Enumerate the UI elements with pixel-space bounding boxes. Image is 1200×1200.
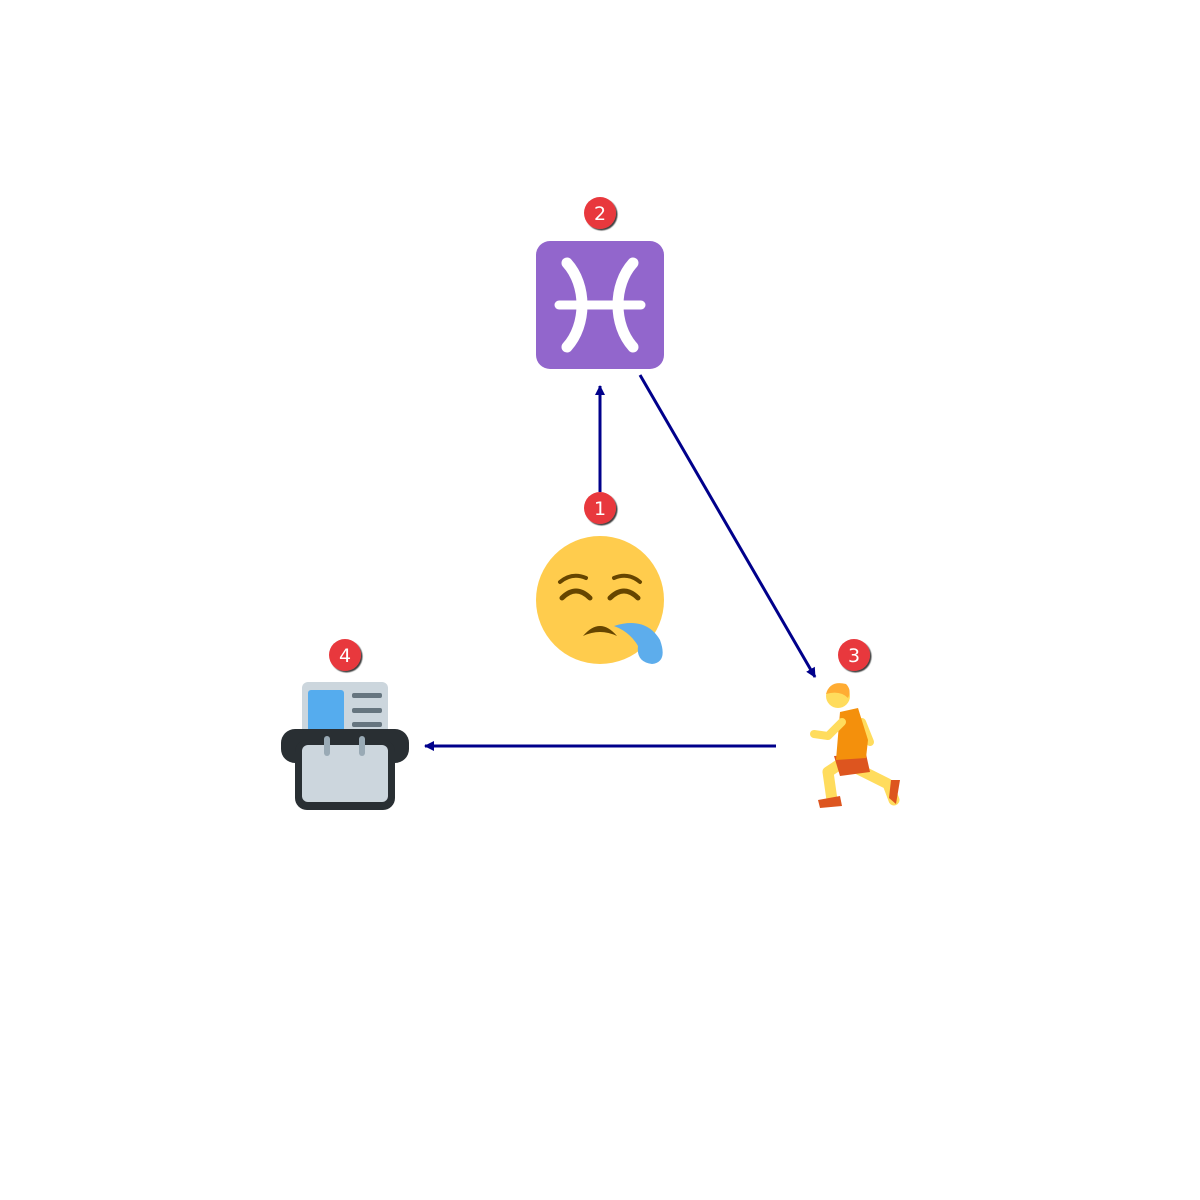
edge-2-to-3 [638, 374, 817, 678]
edges [424, 374, 817, 751]
badge-4-label: 4 [339, 645, 351, 667]
node-4: 4 [281, 639, 409, 810]
badge-2 [584, 197, 616, 229]
node-1: 1 [536, 492, 664, 664]
badge-4 [329, 639, 361, 671]
badge-2-label: 2 [594, 203, 606, 225]
pisces-icon [536, 241, 664, 369]
sleepy-face-icon [536, 536, 664, 664]
badge-3-label: 3 [848, 645, 860, 667]
badge-1 [584, 492, 616, 524]
badge-3 [838, 639, 870, 671]
node-2: 2 [536, 197, 664, 369]
card-index-icon [281, 682, 409, 810]
badge-1-label: 1 [594, 498, 606, 520]
node-3: 3 [810, 639, 900, 808]
person-running-icon [810, 683, 900, 808]
